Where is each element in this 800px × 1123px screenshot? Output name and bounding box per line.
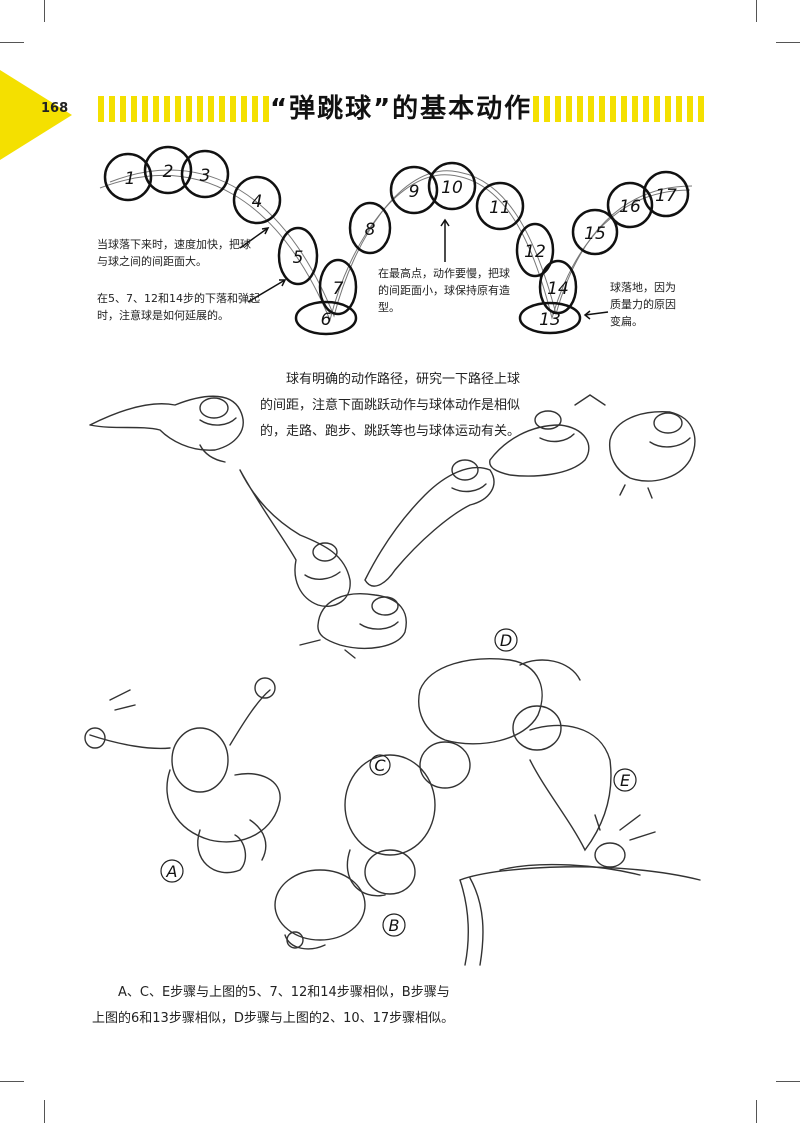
ball-label: 14 — [547, 279, 569, 299]
leaping-man-sketches — [84, 658, 701, 966]
ball-9 — [389, 165, 439, 215]
ball-6 — [294, 300, 358, 336]
crop-mark — [756, 1100, 757, 1123]
ball-label: 2 — [163, 162, 174, 182]
ball-label: 7 — [333, 279, 344, 299]
crop-mark — [756, 0, 757, 22]
man-pose-d — [418, 658, 581, 751]
crop-mark — [776, 42, 800, 43]
ball-label: 3 — [200, 166, 211, 186]
title-stripes-left — [98, 96, 274, 122]
ball-label: 10 — [441, 178, 463, 198]
ball-2 — [143, 145, 193, 195]
note-top-point: 在最高点，动作要慢，把球 的间距面小，球保持原有造 型。 — [378, 267, 510, 314]
man-pose-c — [344, 741, 471, 897]
ball-label: 6 — [321, 310, 332, 330]
title-stripes-right — [533, 96, 709, 122]
frog-5 — [489, 394, 606, 477]
arrow-to-ball-5 — [239, 227, 269, 249]
man-pose-a — [84, 677, 281, 874]
ball-label: 16 — [619, 197, 641, 217]
arrow-to-ball-13 — [584, 311, 609, 316]
ball-1 — [103, 152, 153, 202]
ball-10 — [427, 161, 477, 211]
step-label-e: E — [620, 771, 631, 790]
frog-1 — [89, 395, 244, 463]
ball-14 — [538, 259, 578, 315]
ball-17 — [642, 170, 690, 218]
ball-label: 17 — [655, 186, 677, 206]
note-falling-speed: 当球落下来时，速度加快，把球 与球之间的间距面大。 — [97, 238, 251, 268]
ball-label: 5 — [293, 248, 304, 268]
step-label-b: B — [389, 916, 400, 935]
frog-6 — [608, 411, 696, 499]
ball-numbers: 1 2 3 4 5 6 7 8 9 10 11 12 13 14 15 16 1… — [125, 162, 677, 330]
ball-8 — [348, 201, 392, 255]
water-barrel — [459, 863, 701, 966]
ball-7 — [318, 258, 358, 316]
crop-mark — [0, 42, 24, 43]
step-label-markers — [160, 628, 637, 937]
ball-11 — [475, 181, 525, 231]
man-caption: A、C、E步骤与上图的5、7、12和14步骤相似，B步骤与 上图的6和13步骤相… — [92, 985, 455, 1026]
ball-12 — [515, 222, 555, 278]
ball-3 — [180, 149, 230, 199]
ball-label: 8 — [365, 220, 376, 240]
ball-label: 15 — [584, 224, 606, 244]
crop-mark — [0, 1081, 24, 1082]
ball-13 — [518, 301, 582, 335]
balls — [103, 145, 690, 336]
note-landing: 球落地，因为 质量力的原因 变扁。 — [610, 281, 676, 328]
ball-label: 11 — [489, 198, 511, 218]
ball-label: 1 — [125, 169, 136, 189]
ball-5 — [277, 226, 319, 286]
crop-mark — [44, 1100, 45, 1123]
crop-mark — [44, 0, 45, 22]
ball-label: 12 — [524, 242, 546, 262]
step-labels: A B C D E — [166, 631, 631, 935]
step-label-c: C — [374, 756, 386, 775]
step-label-a: A — [166, 862, 178, 881]
crop-mark — [776, 1081, 800, 1082]
man-pose-b — [274, 849, 416, 950]
step-label-d: D — [500, 631, 512, 650]
page-title: “弹跳球”的基本动作 — [270, 94, 533, 124]
ball-4 — [232, 175, 282, 225]
ball-label: 9 — [409, 182, 420, 202]
ball-16 — [606, 181, 654, 229]
ball-label: 4 — [252, 192, 263, 212]
annotation-arrows — [239, 218, 609, 320]
note-stretch: 在5、7、12和14步的下落和弹起 时，注意球是如何延展的。 — [97, 292, 260, 322]
arrow-to-ball-6 — [247, 279, 286, 303]
frog-paragraph: 球有明确的动作路径，研究一下路径上球 的间距，注意下面跳跃动作与球体动作是相似 … — [260, 372, 521, 439]
ball-trajectory — [99, 169, 693, 322]
page-number: 168 — [41, 101, 69, 116]
ball-label: 13 — [539, 310, 561, 330]
frog-jump-sketches — [89, 394, 696, 659]
ball-15 — [571, 208, 619, 256]
frog-4 — [364, 459, 495, 587]
frog-2 — [239, 469, 351, 607]
yellow-corner-triangle — [0, 70, 72, 160]
frog-3-landing — [299, 593, 407, 659]
